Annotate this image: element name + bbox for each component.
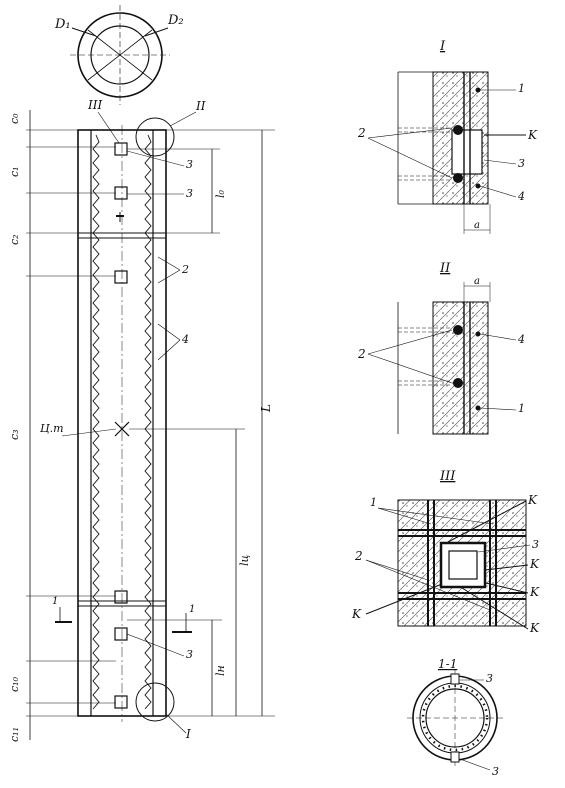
dim-ln: lн (214, 665, 227, 676)
label-3-low: 3 (186, 648, 193, 661)
cut-mark-left: 1 (52, 596, 58, 607)
embed-plate-6 (114, 695, 128, 709)
detail-circle-ii (135, 117, 175, 157)
detail-II (397, 282, 491, 435)
embed-plate-4 (114, 590, 128, 604)
label-3-a: 3 (186, 158, 193, 171)
detail-III-label-2: 2 (354, 549, 363, 563)
label-2-main: 2 (181, 263, 189, 276)
dim-c1: c₁ (8, 166, 21, 177)
rebar-left (92, 134, 100, 710)
detail-III-label-3: 3 (532, 538, 539, 551)
left-dimensions (26, 110, 116, 740)
label-ct: Ц.т (40, 422, 64, 435)
detail-I-title: I (439, 39, 446, 54)
detail-III-label-K5: K (529, 621, 540, 635)
embed-plate-1 (114, 142, 128, 156)
detail-I-label-4: 4 (517, 190, 525, 203)
detail-I-label-3: 3 (518, 157, 525, 170)
detail-III (397, 499, 527, 627)
detail-circle-i (135, 682, 175, 722)
label-4-main: 4 (181, 333, 189, 346)
detail-II-label-a: a (474, 276, 480, 287)
label-3-b: 3 (186, 187, 193, 200)
detail-III-label-K3: K (529, 585, 540, 599)
detail-III-label-K2: K (529, 557, 540, 571)
section-label-3-top: 3 (486, 672, 493, 685)
embed-plate-2 (114, 186, 128, 200)
detail-II-label-2: 2 (357, 347, 366, 361)
detail-II-label-1: 1 (518, 402, 525, 415)
rebar-right (144, 134, 152, 710)
dim-L: L (259, 404, 273, 413)
detail-II-title: II (439, 261, 451, 276)
section-1-1-title: 1-1 (438, 657, 457, 671)
label-III-main: III (87, 98, 102, 112)
detail-II-label-4: 4 (517, 333, 525, 346)
section-label-3-bottom: 3 (492, 765, 499, 778)
detail-I-label-1: 1 (518, 82, 525, 95)
label-II-main: II (195, 99, 206, 113)
detail-I-label-a: a (474, 220, 480, 231)
section-1-1 (407, 670, 503, 766)
detail-III-title: III (439, 469, 456, 484)
dim-l0: l₀ (214, 189, 227, 198)
column-elevation (77, 117, 175, 722)
detail-I-label-2: 2 (357, 126, 366, 140)
dim-lc: lц (238, 554, 251, 566)
dim-c10: c₁₀ (8, 676, 21, 692)
dim-c2: c₂ (8, 234, 21, 245)
label-d2: D₂ (167, 13, 184, 28)
embed-plate-3 (114, 270, 128, 284)
right-dimensions (55, 129, 275, 717)
embed-plate-5 (114, 627, 128, 641)
cut-mark-right: 1 (189, 604, 195, 615)
top-ring-section (70, 5, 170, 105)
detail-III-label-1: 1 (370, 496, 377, 509)
label-I-main: I (185, 727, 191, 741)
dim-c0: c₀ (8, 113, 21, 124)
dim-c3: c₃ (8, 429, 21, 440)
detail-I (397, 71, 491, 234)
dim-c11: c₁₁ (8, 727, 21, 742)
detail-I-label-K: K (527, 128, 538, 142)
detail-III-label-K1: K (527, 493, 538, 507)
label-d1: D₁ (54, 17, 71, 32)
detail-III-label-K4: K (351, 607, 362, 621)
